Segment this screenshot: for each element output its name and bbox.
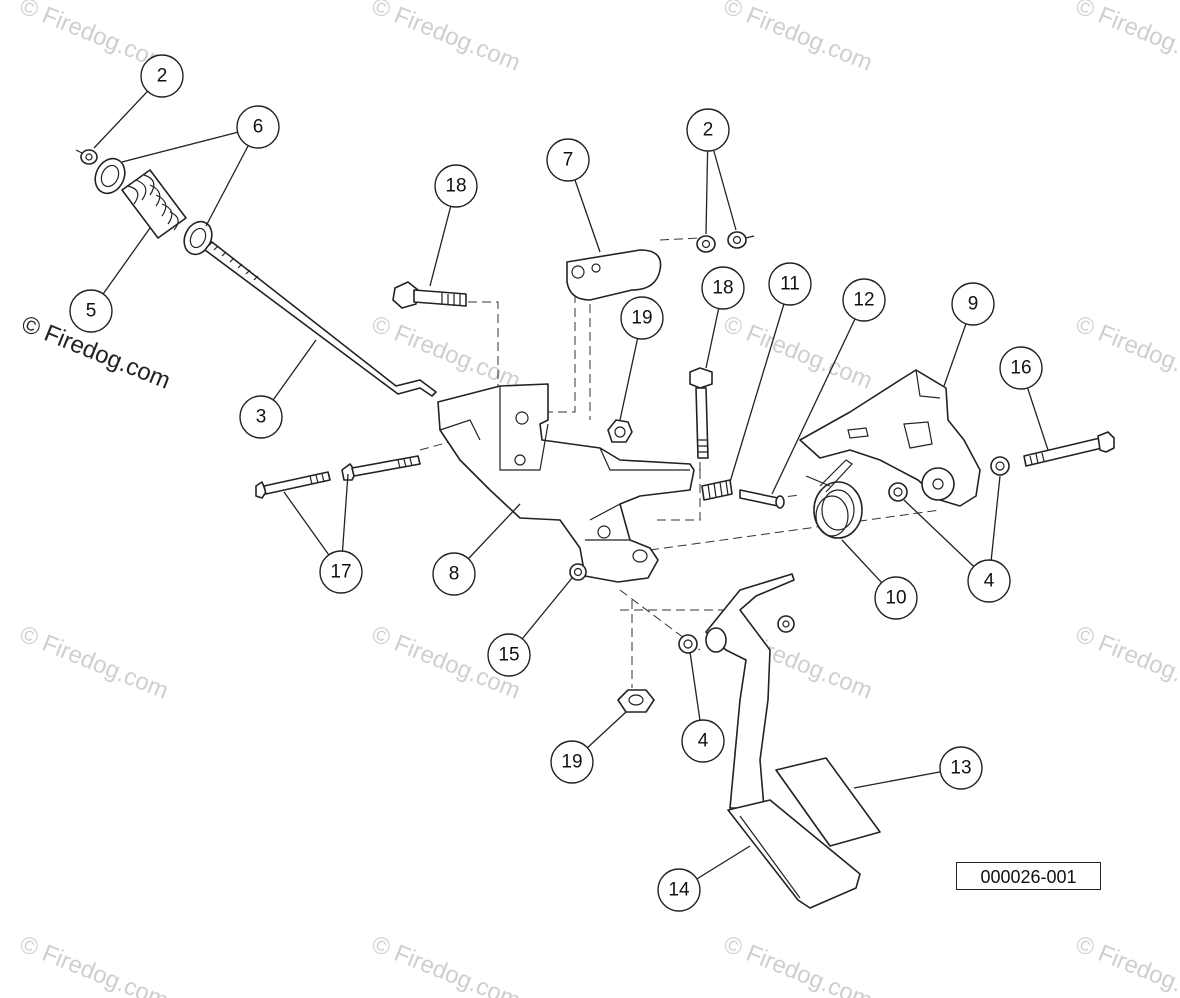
callout: 14 [657, 868, 701, 912]
callout: 2 [686, 108, 730, 152]
callout: 4 [967, 559, 1011, 603]
nut-part-19-upper [607, 419, 633, 443]
callout-number: 13 [950, 758, 971, 779]
nut-part-2-left [75, 149, 98, 165]
callout: 4 [681, 719, 725, 763]
callout: 17 [319, 550, 363, 594]
callout: 2 [140, 54, 184, 98]
callout: 16 [999, 346, 1043, 390]
nut-part-2-right-b [727, 231, 755, 249]
callout-number: 15 [498, 645, 519, 666]
pin-part-12 [739, 489, 785, 509]
callout: 18 [701, 266, 745, 310]
callout: 3 [239, 395, 283, 439]
bushing-part-4-right-a [888, 482, 908, 502]
callout: 9 [951, 282, 995, 326]
callout: 6 [236, 105, 280, 149]
watermark: © Firedog.com [1072, 311, 1180, 395]
spring-part-11 [701, 479, 733, 501]
washer-part-6-upper [94, 157, 126, 195]
rod-part-3 [204, 241, 437, 397]
arm-part-9 [799, 369, 981, 507]
callout-number: 7 [563, 150, 574, 171]
bolt-part-17-b [341, 455, 421, 481]
nut-part-2-right-a [696, 235, 716, 253]
callout-number: 18 [712, 278, 733, 299]
bolt-part-16 [1023, 431, 1115, 467]
nut-part-19-lower [617, 689, 655, 713]
callout: 15 [487, 633, 531, 677]
bolt-part-17-a [255, 471, 331, 499]
callout: 8 [432, 552, 476, 596]
callout: 10 [874, 576, 918, 620]
watermark: © Firedog.com [368, 931, 524, 998]
callout-number: 9 [968, 294, 979, 315]
watermark: © Firedog.com [1072, 621, 1180, 705]
callout-number: 2 [703, 120, 714, 141]
bolt-part-18-upper [392, 281, 467, 309]
bushing-part-4-lower [678, 634, 698, 654]
spring-part-5 [121, 169, 187, 239]
callout-number: 12 [853, 290, 874, 311]
callout-number: 18 [445, 176, 466, 197]
diagram-id-label: 000026-001 [956, 862, 1101, 890]
callout-number: 4 [698, 731, 709, 752]
bolt-part-18-vertical [689, 367, 713, 459]
callout: 5 [69, 289, 113, 333]
pedal-lever-part-14 [705, 573, 861, 909]
callout-number: 19 [561, 752, 582, 773]
watermark: © Firedog.com [16, 931, 172, 998]
callout: 18 [434, 164, 478, 208]
callout-number: 8 [449, 564, 460, 585]
watermark: © Firedog.com [1072, 0, 1180, 77]
washer-part-6-lower [183, 220, 213, 256]
watermark: © Firedog.com [16, 621, 172, 705]
callout: 13 [939, 746, 983, 790]
callout-number: 11 [780, 274, 800, 295]
callout-number: 3 [256, 407, 267, 428]
callout: 11 [768, 262, 812, 306]
callout: 19 [550, 740, 594, 784]
cover-part-7 [566, 249, 662, 301]
nut-part-15 [569, 563, 587, 581]
callout-number: 14 [668, 880, 690, 901]
callout-number: 10 [885, 588, 906, 609]
watermark: © Firedog.com [1072, 931, 1180, 998]
watermark: © Firedog.com [720, 0, 876, 77]
callout-number: 4 [984, 571, 995, 592]
watermark: © Firedog.com [368, 0, 524, 77]
callout-number: 19 [631, 308, 652, 329]
callout: 7 [546, 138, 590, 182]
callout-number: 16 [1010, 358, 1031, 379]
callout-number: 17 [330, 562, 351, 583]
watermark: © Firedog.com [720, 931, 876, 998]
pedal-pad-part-13 [775, 757, 881, 847]
callout-number: 6 [253, 117, 264, 138]
callout-number: 5 [86, 301, 97, 322]
torsion-spring-part-10 [805, 459, 863, 539]
bracket-part-8 [437, 383, 695, 583]
callout-number: 2 [157, 66, 168, 87]
callout: 12 [842, 278, 886, 322]
bushing-part-4-right-b [990, 456, 1010, 476]
callout: 19 [620, 296, 664, 340]
